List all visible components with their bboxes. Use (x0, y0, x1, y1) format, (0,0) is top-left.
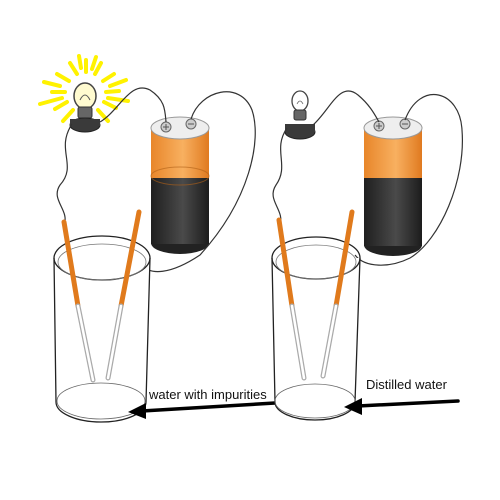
arrow-left-icon (128, 401, 277, 419)
beaker (53, 235, 151, 423)
electrode (61, 219, 96, 383)
circuit-wire (56, 87, 256, 273)
electrode (320, 209, 355, 379)
battery-terminal (160, 121, 172, 133)
electrode (276, 217, 307, 381)
lit-light-bulb-icon (69, 82, 101, 133)
battery-terminal (373, 120, 385, 132)
circuit-wire (272, 90, 464, 266)
battery (150, 116, 210, 254)
unlit-light-bulb-icon (284, 90, 316, 140)
bulb-glow-rays (38, 54, 130, 123)
label-distilled-water: Distilled water (366, 377, 448, 392)
battery-terminal (185, 118, 197, 130)
battery-terminal (399, 118, 411, 130)
label-water-with-impurities: water with impurities (148, 387, 267, 402)
battery (363, 116, 423, 256)
setup-impure-water (38, 54, 277, 423)
electrode (105, 209, 142, 381)
arrow-left-icon (344, 398, 460, 415)
setup-distilled-water (271, 90, 464, 421)
